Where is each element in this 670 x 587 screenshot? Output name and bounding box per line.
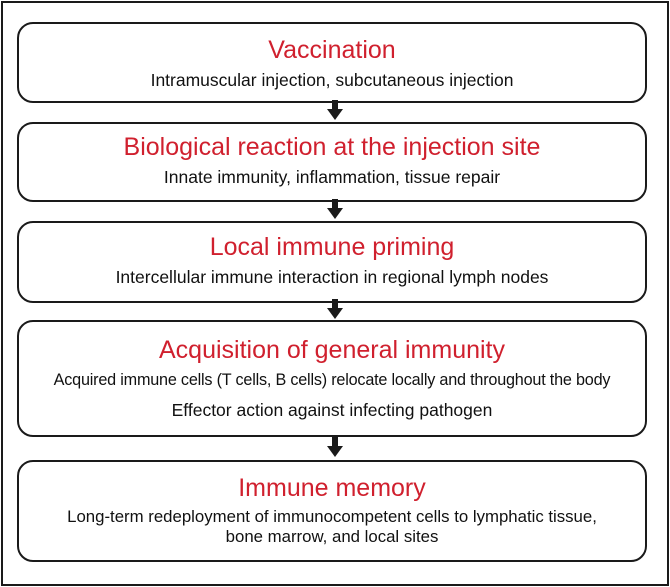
step-general-immunity: Acquisition of general immunity Acquired…	[17, 320, 647, 437]
step-description: Acquired immune cells (T cells, B cells)…	[53, 371, 611, 389]
down-arrow-icon	[327, 100, 343, 120]
step-title: Biological reaction at the injection sit…	[123, 133, 541, 161]
step-title: Acquisition of general immunity	[159, 336, 505, 364]
step-vaccination: Vaccination Intramuscular injection, sub…	[17, 22, 647, 103]
step-biological-reaction: Biological reaction at the injection sit…	[17, 122, 647, 202]
down-arrow-icon	[327, 199, 343, 219]
step-description: Effector action against infecting pathog…	[171, 400, 493, 420]
down-arrow-icon	[327, 299, 343, 319]
step-description: Long-term redeployment of immunocompeten…	[67, 507, 597, 526]
step-title: Immune memory	[238, 474, 426, 502]
step-description: Innate immunity, inflammation, tissue re…	[163, 167, 501, 187]
step-title: Local immune priming	[209, 233, 455, 261]
step-description: Intercellular immune interaction in regi…	[115, 267, 549, 287]
down-arrow-icon	[327, 437, 343, 457]
step-local-immune-priming: Local immune priming Intercellular immun…	[17, 221, 647, 303]
step-description: Intramuscular injection, subcutaneous in…	[150, 70, 514, 90]
step-immune-memory: Immune memory Long-term redeployment of …	[17, 460, 647, 562]
step-description: bone marrow, and local sites	[225, 527, 439, 546]
step-title: Vaccination	[268, 36, 396, 64]
